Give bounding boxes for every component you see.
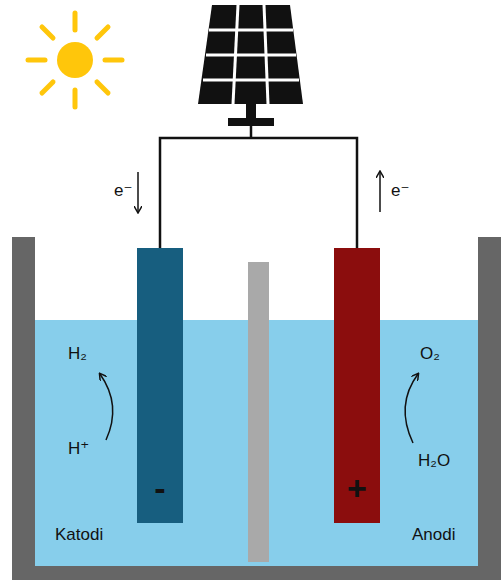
oxygen-gas: O₂ — [420, 345, 440, 362]
anode-electrode: + — [334, 248, 380, 523]
electron-label: e⁻ — [114, 182, 132, 199]
polarity-sign: + — [347, 471, 367, 505]
circuit-wire — [160, 138, 357, 248]
electron-label: e⁻ — [391, 182, 409, 199]
polarity-sign: - — [154, 471, 165, 505]
reaction-arrow — [100, 374, 113, 440]
cathode-label: Katodi — [55, 526, 103, 543]
anode-label: Anodi — [412, 526, 455, 543]
solar-panel — [198, 5, 303, 139]
water-molecule: H₂O — [418, 452, 450, 469]
hydrogen-ion: H⁺ — [68, 440, 89, 457]
container — [12, 237, 501, 580]
hydrogen-gas: H₂ — [68, 345, 87, 362]
separator — [248, 262, 269, 562]
cathode-electrode: - — [137, 248, 183, 523]
electron-arrow — [379, 172, 381, 212]
electron-arrow — [137, 172, 139, 212]
sun — [28, 13, 122, 107]
reaction-arrow — [405, 374, 418, 443]
